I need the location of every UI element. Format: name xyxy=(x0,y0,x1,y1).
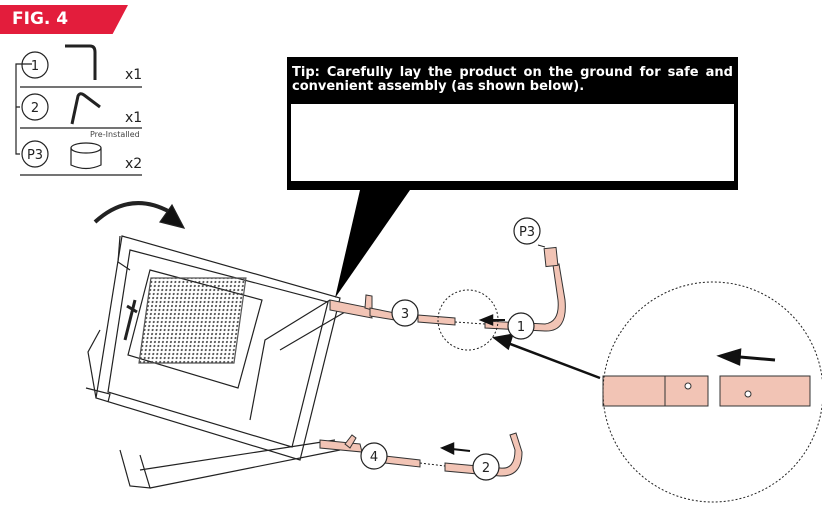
part-2-circle xyxy=(21,93,49,121)
part-p3-circle xyxy=(21,140,49,168)
logo-mark xyxy=(123,299,138,341)
zoom-tube-left xyxy=(602,375,709,407)
frame-tube-lower xyxy=(319,439,363,453)
tube-part-2 xyxy=(444,432,523,477)
rotate-arrow-icon xyxy=(93,201,171,224)
callout-4-circle xyxy=(360,442,388,470)
part-1-label: 1 xyxy=(31,59,39,74)
callout-1: 1 xyxy=(517,320,525,335)
tip-pointer xyxy=(335,190,410,298)
part-1-tube-icon xyxy=(65,44,97,80)
part-p3-qty: x2 xyxy=(125,156,143,172)
callout-2-circle xyxy=(472,453,500,481)
lower-rail xyxy=(139,439,341,489)
callout-4: 4 xyxy=(370,450,378,465)
callout-3: 3 xyxy=(401,307,409,322)
part-2-label: 2 xyxy=(31,101,39,116)
tip-text: Tip: Carefully lay the product on the gr… xyxy=(292,65,733,94)
zoom-tube-right xyxy=(719,375,811,407)
callout-p3: P3 xyxy=(519,225,535,240)
detail-pointer-arrow xyxy=(504,340,601,380)
part-2-tube-icon xyxy=(70,92,101,125)
part-p3-label: P3 xyxy=(27,148,43,163)
part-p3-note: Pre-Installed xyxy=(90,130,140,139)
tip-box-body xyxy=(291,104,734,181)
cap-p3 xyxy=(543,246,559,268)
deck-mesh xyxy=(138,277,247,364)
part-1-circle xyxy=(21,51,49,79)
detail-circle-large xyxy=(602,281,822,503)
part-2-qty: x1 xyxy=(125,110,143,126)
parts-bracket xyxy=(15,63,32,155)
callout-2: 2 xyxy=(482,461,490,476)
frame-tube-3-end xyxy=(417,314,456,326)
figure-label: FIG. 4 xyxy=(0,5,128,34)
frame-tube-4-end xyxy=(384,455,421,468)
callout-3-circle xyxy=(391,299,419,327)
part-p3-cap-icon xyxy=(70,142,102,154)
frame-feet xyxy=(117,235,151,489)
insert-arrow-icon xyxy=(739,355,776,362)
part-1-qty: x1 xyxy=(125,67,143,83)
callout-p3-circle xyxy=(513,217,541,245)
callout-1-circle xyxy=(507,312,535,340)
tip-box: Tip: Carefully lay the product on the gr… xyxy=(287,57,738,190)
treadmill-deck xyxy=(95,235,341,461)
frame-tube-upper xyxy=(329,299,373,319)
